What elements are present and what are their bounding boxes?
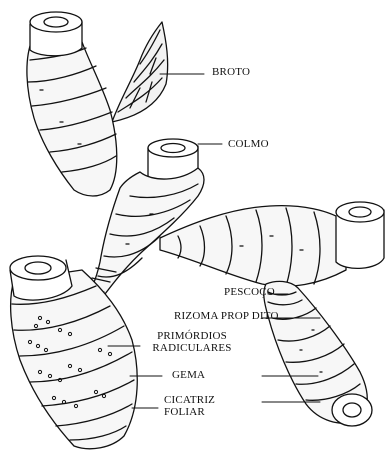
label-broto: BROTO <box>212 66 250 78</box>
label-colmo: COLMO <box>228 138 269 150</box>
label-rizoma: RIZOMA PROP DITO <box>174 310 279 322</box>
label-cicatriz-line2: FOLIAR <box>164 406 215 418</box>
label-gema: GEMA <box>172 369 205 381</box>
rhizome-segment-lower-left <box>10 256 137 449</box>
label-primordios-line2: RADICULARES <box>134 342 250 354</box>
rhizome-segment-lower-right <box>264 281 372 426</box>
label-primordios-line1: PRIMÓRDIOS <box>134 330 250 342</box>
label-cicatriz: CICATRIZ FOLIAR <box>164 394 215 418</box>
label-pescoco: PESCOÇO <box>224 286 275 298</box>
label-cicatriz-line1: CICATRIZ <box>164 394 215 406</box>
label-primordios: PRIMÓRDIOS RADICULARES <box>134 330 250 354</box>
shoot-broto <box>112 22 168 122</box>
rhizome-segment-top-left <box>27 12 117 196</box>
rhizome-segment-right <box>160 202 384 286</box>
